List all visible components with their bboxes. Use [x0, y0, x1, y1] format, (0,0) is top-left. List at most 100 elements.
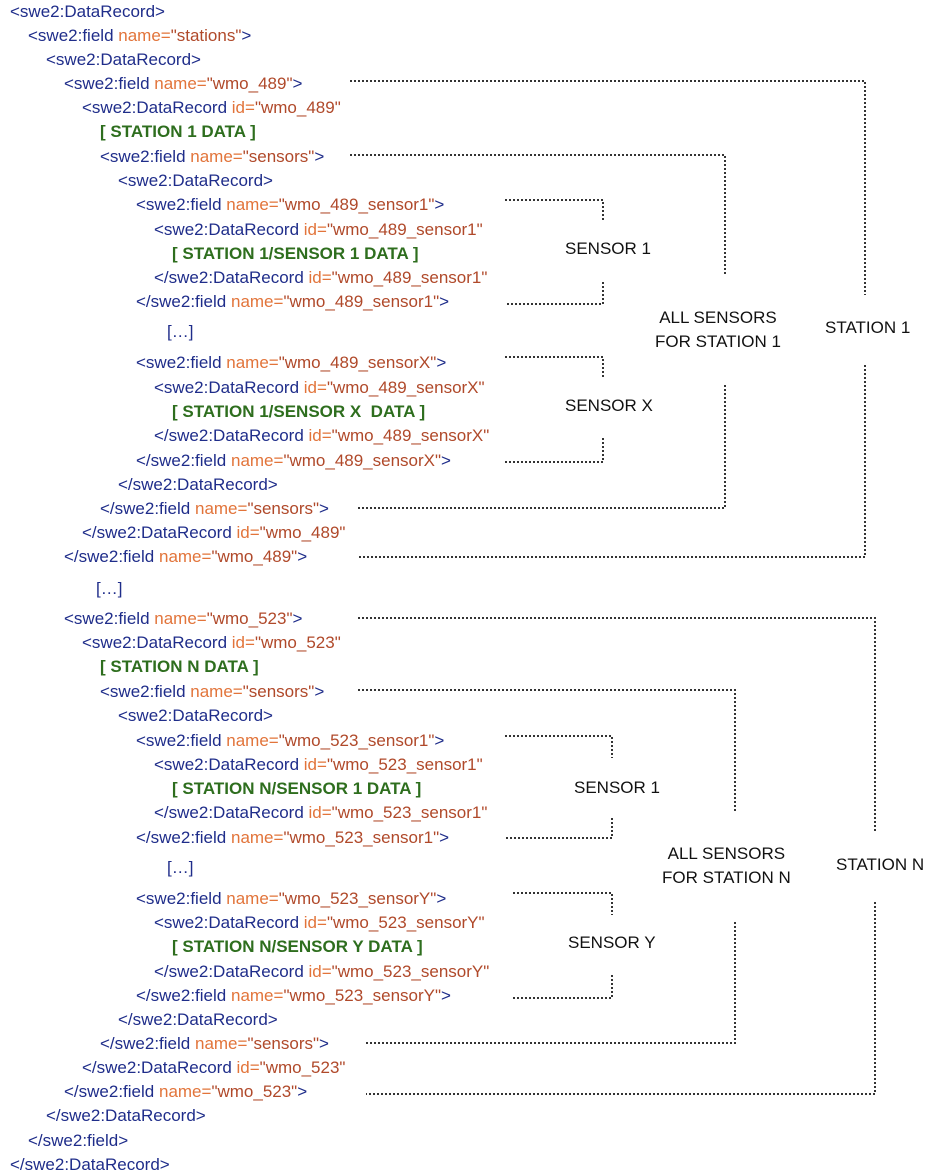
code-token: id=	[308, 268, 332, 287]
code-token: <swe2:DataRecord	[154, 755, 304, 774]
code-line: </swe2:DataRecord>	[46, 1104, 206, 1128]
code-line: </swe2:field name="wmo_523">	[64, 1080, 307, 1104]
code-token: name=	[154, 609, 207, 628]
code-token: </swe2:DataRecord>	[46, 1106, 206, 1125]
code-token: "wmo_523_sensor1"	[278, 731, 435, 750]
code-token: "wmo_489"	[206, 74, 293, 93]
code-token: "wmo_489_sensorX"	[326, 378, 485, 397]
code-token: "wmo_489_sensorX"	[283, 451, 442, 470]
code-token: "wmo_523_sensorY"	[326, 913, 485, 932]
code-token: id=	[303, 755, 327, 774]
code-token: <swe2:DataRecord	[154, 913, 304, 932]
code-token: name=	[158, 1082, 212, 1101]
code-token: "wmo_523_sensor1"	[283, 828, 440, 847]
data-placeholder: [ STATION N/SENSOR 1 DATA ]	[172, 779, 422, 798]
code-token: "wmo_523"	[206, 609, 293, 628]
code-token: </swe2:field	[136, 292, 231, 311]
code-token: name=	[190, 682, 243, 701]
code-token: <swe2:DataRecord>	[10, 2, 165, 21]
code-token: >	[439, 828, 450, 847]
code-line: [ STATION 1/SENSOR 1 DATA ]	[172, 242, 419, 266]
code-token: "wmo_489_sensor1"	[326, 220, 483, 239]
code-token: </swe2:DataRecord>	[10, 1155, 170, 1173]
code-token: </swe2:DataRecord>	[118, 1010, 278, 1029]
code-token: "wmo_523_sensorY"	[331, 962, 490, 981]
label-sensorx-station1: SENSOR X	[565, 396, 653, 415]
code-token: >	[434, 731, 445, 750]
code-token: name=	[230, 828, 284, 847]
code-token: </swe2:field	[136, 828, 231, 847]
bracket-sensor1-sn	[505, 735, 613, 839]
bracket-sensor1-s1	[505, 199, 604, 305]
code-line: </swe2:DataRecord id="wmo_489"	[82, 521, 345, 545]
code-token: "sensors"	[242, 682, 315, 701]
code-token: id=	[308, 803, 332, 822]
code-line: </swe2:field>	[28, 1129, 128, 1153]
code-token: <swe2:DataRecord>	[46, 50, 201, 69]
code-token: id=	[236, 523, 260, 542]
code-token: "stations"	[170, 26, 242, 45]
code-token: name=	[158, 547, 212, 566]
code-line: </swe2:field name="wmo_523_sensorY">	[136, 984, 451, 1008]
code-line: </swe2:DataRecord id="wmo_523_sensorY"	[154, 960, 489, 984]
code-line: […]	[167, 856, 193, 880]
code-token: </swe2:field	[64, 547, 159, 566]
code-token: <swe2:field	[136, 195, 227, 214]
label-station1: STATION 1	[825, 318, 911, 337]
code-token: name=	[194, 499, 248, 518]
code-token: </swe2:field	[136, 451, 231, 470]
code-line: <swe2:field name="wmo_523_sensor1">	[136, 729, 444, 753]
code-token: </swe2:DataRecord	[82, 523, 237, 542]
code-token: </swe2:field	[64, 1082, 159, 1101]
code-token: id=	[303, 913, 327, 932]
code-token: >	[241, 26, 252, 45]
code-token: name=	[230, 292, 284, 311]
code-line: <swe2:DataRecord>	[10, 0, 165, 24]
code-token: >	[439, 292, 450, 311]
code-line: </swe2:field name="wmo_523_sensor1">	[136, 826, 449, 850]
code-token: </swe2:field	[136, 986, 231, 1005]
code-line: <swe2:field name="wmo_523">	[64, 607, 302, 631]
code-line: </swe2:DataRecord id="wmo_489_sensorX"	[154, 424, 489, 448]
code-line: <swe2:field name="wmo_523_sensorY">	[136, 887, 446, 911]
bracket-station1	[350, 80, 866, 558]
code-token: "wmo_523"	[254, 633, 341, 652]
label-all-sensors-station1: ALL SENSORS FOR STATION 1	[655, 308, 781, 351]
code-token: <swe2:field	[136, 353, 227, 372]
code-token: name=	[230, 986, 284, 1005]
code-token: <swe2:field	[136, 889, 227, 908]
code-token: <swe2:field	[136, 731, 227, 750]
ellipsis: […]	[167, 858, 194, 877]
label-all-sensors-stationn: ALL SENSORS FOR STATION N	[662, 844, 791, 887]
code-token: name=	[154, 74, 207, 93]
code-line: <swe2:field name="sensors">	[100, 680, 324, 704]
code-line: <swe2:DataRecord id="wmo_523_sensorY"	[154, 911, 485, 935]
code-line: </swe2:DataRecord id="wmo_523"	[82, 1056, 345, 1080]
data-placeholder: [ STATION 1/SENSOR X DATA ]	[172, 402, 426, 421]
code-token: "wmo_523"	[211, 1082, 298, 1101]
code-token: </swe2:DataRecord	[154, 268, 309, 287]
code-line: </swe2:field name="wmo_489">	[64, 545, 307, 569]
code-line: </swe2:field name="sensors">	[100, 1032, 329, 1056]
code-token: name=	[190, 147, 243, 166]
code-line: <swe2:DataRecord id="wmo_489_sensor1"	[154, 218, 483, 242]
code-token: "sensors"	[247, 499, 320, 518]
code-token: "wmo_523_sensor1"	[331, 803, 488, 822]
data-placeholder: [ STATION N/SENSOR Y DATA ]	[172, 937, 423, 956]
code-line: <swe2:field name="stations">	[28, 24, 251, 48]
code-line: <swe2:field name="wmo_489">	[64, 72, 302, 96]
code-token: </swe2:field>	[28, 1131, 129, 1150]
code-line: <swe2:DataRecord id="wmo_489_sensorX"	[154, 376, 485, 400]
code-token: "wmo_489_sensor1"	[278, 195, 435, 214]
code-token: <swe2:DataRecord	[154, 220, 304, 239]
code-line: </swe2:DataRecord>	[10, 1153, 170, 1173]
code-token: id=	[231, 633, 255, 652]
code-line: <swe2:DataRecord>	[46, 48, 201, 72]
bracket-sensory-sn	[513, 892, 613, 999]
data-placeholder: [ STATION 1 DATA ]	[100, 122, 256, 141]
code-line: <swe2:field name="sensors">	[100, 145, 324, 169]
code-token: id=	[303, 220, 327, 239]
code-line: </swe2:DataRecord id="wmo_489_sensor1"	[154, 266, 487, 290]
code-token: <swe2:field	[100, 147, 191, 166]
